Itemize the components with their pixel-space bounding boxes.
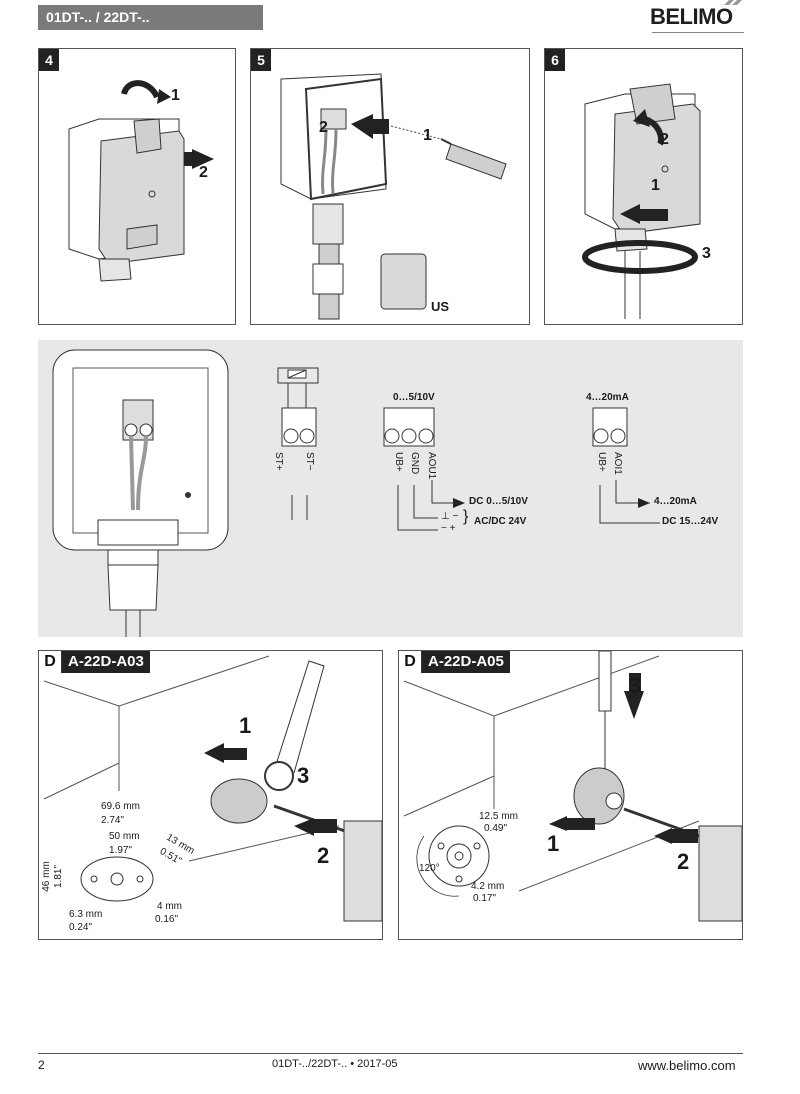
step-number: 4 [39,49,59,71]
callout-1: 1 [651,177,660,194]
terminal-label: GND [409,452,420,475]
flange-mounting-illustration [43,655,382,922]
dim-slot-mm: 4 mm [157,901,182,912]
step-number: 6 [545,49,565,71]
us-fitting-label: US [431,299,450,314]
dim-slot-in: 0.16" [155,914,179,925]
dim-height-mm: 46 mm [40,861,52,892]
wiring-diagram-section: ST+ ST− 0…5/10V UB+ GND AOU1 DC 0…5/10V … [38,340,743,637]
callout-2: 2 [660,131,669,148]
page-number: 2 [38,1058,45,1072]
brand-name: BELIMO [650,4,733,29]
step-number: 5 [251,49,271,71]
flange-mounting-illustration [403,651,742,922]
footer-divider [38,1053,743,1054]
step-4-panel: 4 1 2 [38,48,236,325]
ac-symbol: ~ + [441,523,456,534]
terminal-label: UB+ [596,452,607,472]
dim-hole-in: 1.97" [109,845,133,856]
callout-2: 2 [317,843,330,868]
section-letter: D [399,651,422,673]
terminal-label: ST− [304,452,315,471]
terminal-label: AOI1 [612,452,623,475]
mounting-tag: D A-22D-A05 [399,651,510,673]
current-title: 4…20mA [586,392,629,403]
callout-2: 2 [319,119,328,136]
current-supply-label: DC 15…24V [662,516,719,527]
terminal-label: UB+ [393,452,404,472]
callout-1: 1 [547,831,560,856]
callout-1: 1 [171,87,180,104]
dim-bot-in: 0.17" [473,893,497,904]
callout-3: 3 [702,245,711,262]
callout-1: 1 [423,127,432,144]
dim-top-in: 0.49" [484,823,508,834]
accessory-code: A-22D-A05 [422,651,510,673]
logo-marks-icon [724,0,742,5]
callout-2: 2 [199,164,208,181]
supply-label: AC/DC 24V [474,516,527,527]
website-link[interactable]: www.belimo.com [638,1058,736,1073]
dim-offset-mm: 6.3 mm [69,909,103,920]
dim-width-in: 2.74" [101,815,125,826]
dim-width-mm: 69.6 mm [101,801,140,812]
open-housing-illustration [52,349,229,637]
dim-hole-mm: 50 mm [109,831,140,842]
current-output-label: 4…20mA [654,496,697,507]
accessory-code: A-22D-A03 [62,651,150,673]
dim-height-in: 1.81" [53,864,65,889]
document-title: 01DT-.. / 22DT-.. [38,5,263,30]
document-reference: 01DT-../22DT-.. • 2017-05 [272,1058,398,1070]
dim-angle: 120° [419,863,440,874]
step-6-panel: 6 1 2 3 [544,48,743,325]
dim-top-mm: 12.5 mm [479,811,518,822]
mounting-tag: D A-22D-A03 [39,651,150,673]
brace: } [463,508,469,525]
wiring-schematic [277,367,660,531]
callout-1: 1 [239,713,252,738]
dim-bot-mm: 4.2 mm [471,881,505,892]
callout-3: 3 [297,763,310,788]
callout-3: 3 [629,673,642,698]
mounting-a05-panel: D A-22D-A05 3 1 2 12.5 mm 0.49" 120° 4.2… [398,650,743,940]
step-5-panel: 5 1 2 US [250,48,530,325]
voltage-title: 0…5/10V [393,392,435,403]
dim-offset-in: 0.24" [69,922,93,933]
housing-cover-open-illustration [68,80,214,282]
ground-symbol: ⊥ − [441,511,459,522]
housing-cover-close-illustration [582,83,701,319]
logo-underline [652,32,744,33]
section-letter: D [39,651,62,673]
belimo-logo: BELIMO [650,0,750,33]
voltage-output-label: DC 0…5/10V [469,496,528,507]
terminal-wiring-illustration [280,73,507,320]
terminal-label: ST+ [273,452,284,471]
mounting-a03-panel: D A-22D-A03 1 2 3 69.6 mm 2.74" 50 mm 1.… [38,650,383,940]
terminal-label: AOU1 [426,452,437,480]
callout-2: 2 [677,849,690,874]
